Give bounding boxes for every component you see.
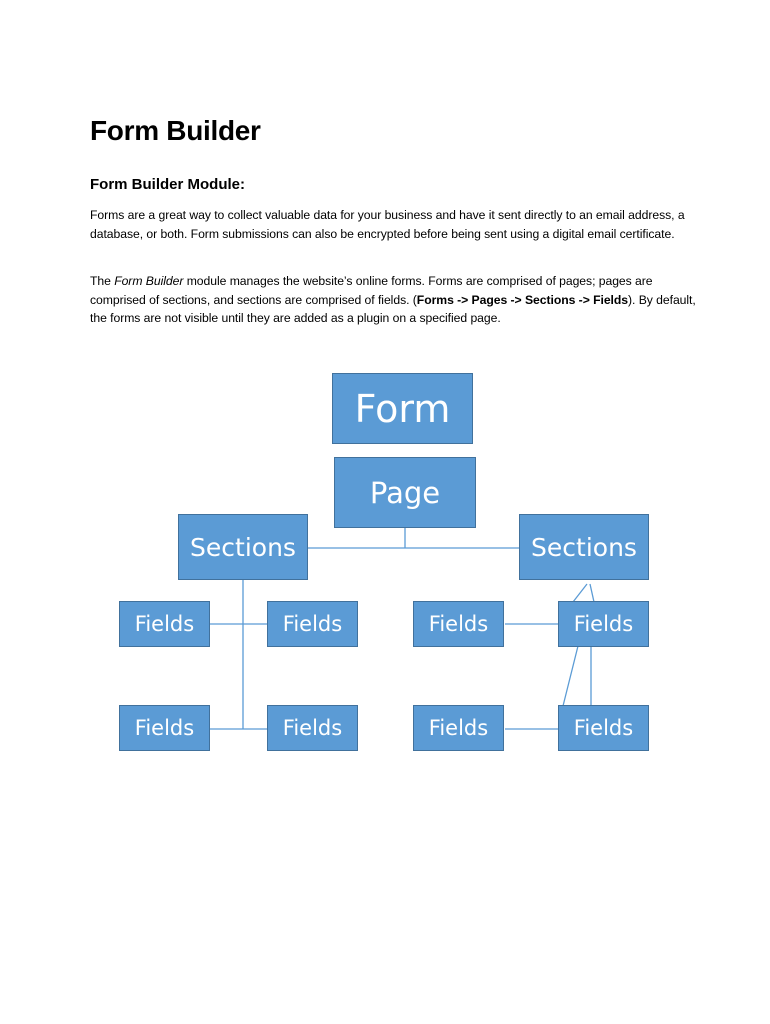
connector-right-to-sections: [572, 583, 595, 603]
hierarchy-bold: Forms -> Pages -> Sections -> Fields: [416, 292, 629, 307]
document-title: Form Builder: [90, 115, 261, 146]
fields-node: Fields: [267, 601, 358, 647]
description-text-start: The: [90, 274, 115, 288]
intro-paragraph: Forms are a great way to collect valuabl…: [90, 208, 685, 241]
module-name-italic: Form Builder: [114, 274, 184, 288]
connector-page-to-sections: [308, 528, 519, 549]
fields-node: Fields: [119, 601, 210, 647]
fields-node: Fields: [119, 705, 210, 751]
sections-node-right: Sections: [519, 514, 649, 580]
fields-node: Fields: [558, 705, 649, 751]
fields-node: Fields: [413, 705, 504, 751]
section-heading: Form Builder Module:: [90, 176, 245, 193]
fields-node: Fields: [558, 601, 649, 647]
page-node: Page: [334, 457, 476, 528]
connector-right-diagonal: [562, 645, 579, 707]
fields-node: Fields: [413, 601, 504, 647]
form-node: Form: [332, 373, 473, 444]
description-text-middle: module manages the website’s online form…: [90, 274, 653, 307]
fields-node: Fields: [267, 705, 358, 751]
description-text-end: ). By default, the forms are not visible…: [90, 292, 696, 326]
sections-node-left: Sections: [178, 514, 308, 580]
description-paragraph: The Form Builder module manages the webs…: [90, 272, 700, 328]
